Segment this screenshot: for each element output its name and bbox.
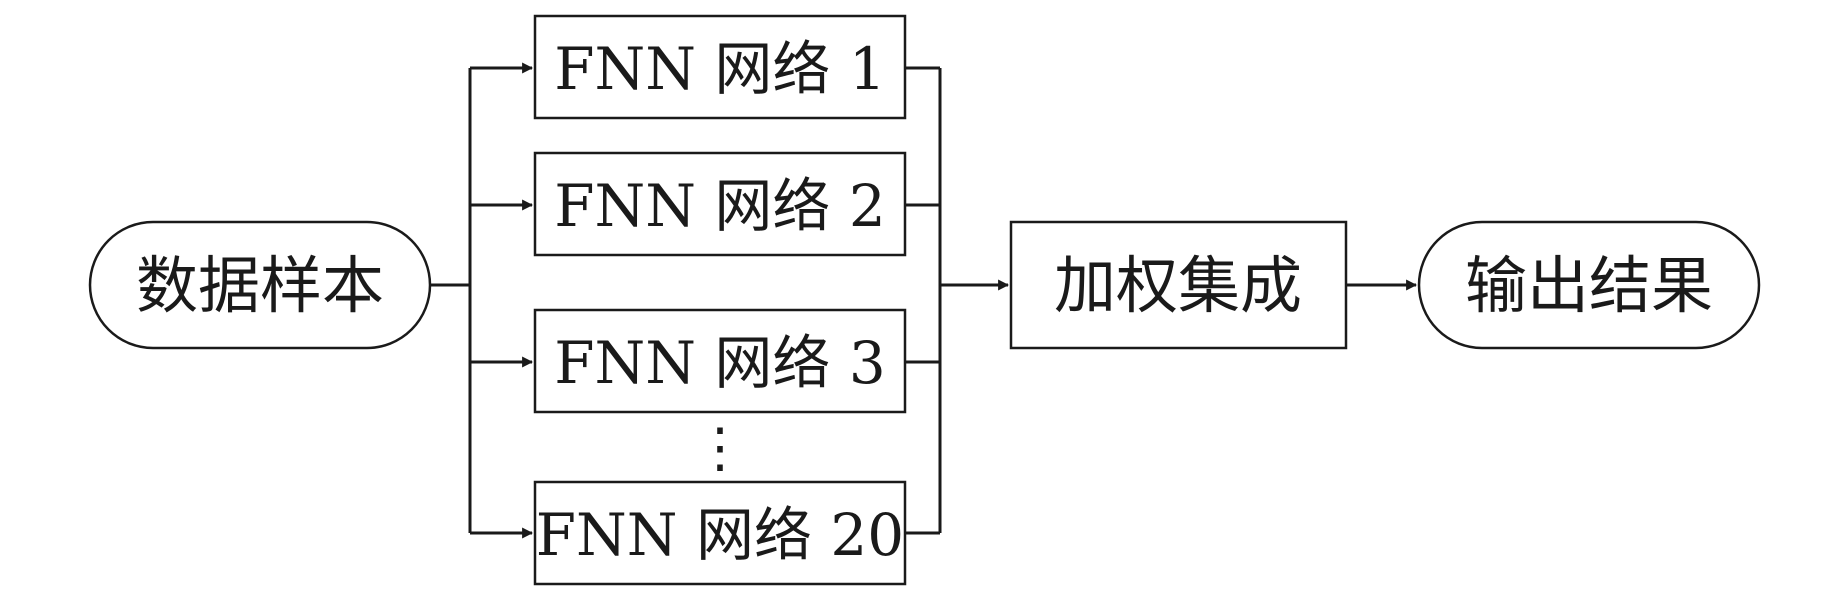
output-node: 输出结果 [1417, 220, 1761, 350]
input-node-label: 数据样本 [136, 249, 384, 322]
network-box-20: FNN 网络 20 [533, 480, 907, 586]
network-label-1: FNN 网络 1 [554, 35, 886, 103]
network-label-20: FNN 网络 20 [536, 501, 904, 569]
ensemble-node: 加权集成 [1009, 220, 1348, 350]
network-box-1: FNN 网络 1 [533, 14, 907, 120]
input-node: 数据样本 [88, 220, 432, 350]
network-label-3: FNN 网络 3 [554, 329, 886, 397]
output-node-label: 输出结果 [1465, 249, 1713, 322]
network-box-3: FNN 网络 3 [533, 308, 907, 414]
network-box-2: FNN 网络 2 [533, 151, 907, 257]
ensemble-node-label: 加权集成 [1054, 249, 1302, 322]
network-label-2: FNN 网络 2 [554, 172, 886, 240]
ellipsis-dots: ⋮ [693, 416, 747, 479]
